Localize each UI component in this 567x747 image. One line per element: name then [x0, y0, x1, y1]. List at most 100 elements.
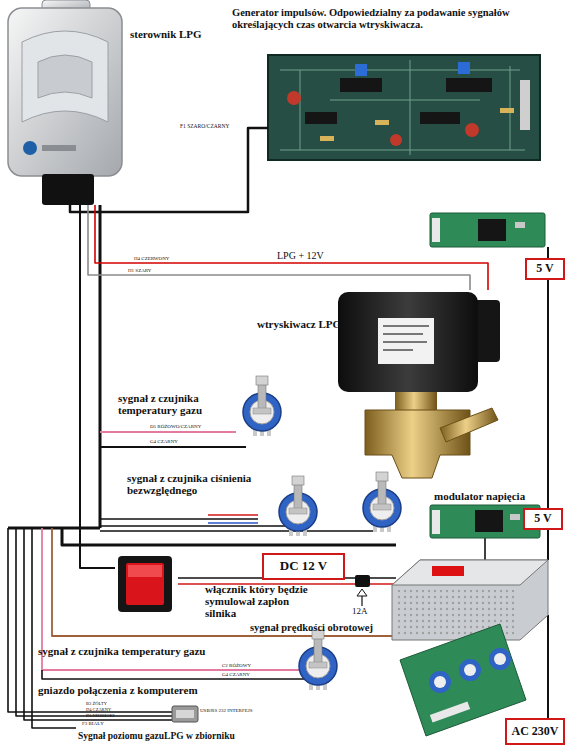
module-illustration-part [510, 514, 520, 520]
voltage-box: 5 V [525, 258, 565, 280]
module-illustration-part [478, 219, 506, 241]
pcb-illustration-part [268, 55, 540, 160]
wire-label: H1 SZARY [128, 268, 151, 274]
pcb-illustration-part [420, 112, 460, 124]
signal-label: sygnał z czujnika temperatury gazu [118, 392, 236, 416]
wiring-part [99, 205, 102, 528]
module-illustration-part [432, 218, 440, 242]
signal-label: sygnał prędkości obrotowej [250, 622, 373, 634]
injector-illustration-part [383, 333, 423, 335]
pcb-illustration-part [458, 62, 470, 74]
pin-name: B3 ŻÓŁTY [86, 702, 107, 707]
node-text: sterownik LPG [130, 28, 202, 40]
pin-name: C2 RÓŻOWY [222, 663, 251, 669]
switch-illustration-part [128, 565, 162, 577]
pcb-illustration-part [340, 78, 382, 92]
injector-illustration-part [365, 410, 470, 478]
voltage-box: AC 230V [505, 718, 565, 745]
fuse-illustration [355, 575, 370, 606]
module-illustration-part [432, 510, 440, 534]
pcb-illustration-part [390, 134, 402, 146]
usb-interface-illustration [172, 706, 198, 722]
pin-name: D4 CZARNY [86, 708, 111, 713]
rpm-board-illustration-part [464, 664, 476, 676]
power-supply-illustration [392, 560, 548, 640]
injector-illustration-part [383, 325, 429, 327]
potentiometer-illustration [243, 376, 401, 690]
usb-interface-illustration-part [176, 710, 194, 718]
injector-illustration-part [395, 392, 437, 410]
wire-connector [70, 128, 268, 212]
wiring-part [42, 670, 314, 679]
ignition-switch: włącznik który będzie symulował zapłon s… [115, 553, 175, 615]
injector-illustration-part [383, 349, 413, 351]
node-text: wtryskiwacz LPG [257, 318, 341, 330]
wiring-part [484, 538, 486, 560]
module-illustration-part [515, 222, 525, 228]
controller-illustration-part [42, 145, 76, 151]
node-text: DC 12 V [280, 559, 327, 573]
node-text: 5 V [536, 262, 553, 275]
node-text: 5 V [534, 512, 551, 525]
wiring-part [52, 528, 408, 636]
signal-label: Sygnał poziomu gazuLPG w zbiorniku [78, 731, 235, 741]
module-illustration-part [430, 213, 545, 247]
pin-name: D5 RÓŻOWO/CZARNY [150, 424, 201, 430]
node-text: Generator impulsów. Odpowiedzialny za po… [232, 7, 524, 30]
wiring-part [8, 527, 100, 530]
voltage-box: DC 12 V [262, 553, 345, 580]
pcb-illustration-part [287, 91, 301, 105]
wire-label: F1 SZARO/CZARNY [180, 123, 229, 129]
usb-interface-illustration-part [172, 706, 198, 722]
wiring-part [32, 528, 76, 728]
controller-illustration [8, 0, 122, 205]
node-text: AC 230V [512, 725, 559, 738]
injector-illustration-part [338, 292, 478, 392]
part-name: USB/RS 232 INTERFEJS [200, 708, 253, 714]
injector-illustration-part [383, 341, 427, 343]
pin-name: G4 CZARNY [150, 439, 178, 445]
rpm-board-illustration-part [429, 671, 451, 693]
potentiometer-illustration-part [243, 376, 281, 436]
wire-connector [95, 205, 488, 290]
signal-label: sygnał z czujnika temperatury gazu [38, 645, 205, 657]
wiring-part [100, 446, 246, 448]
rpm-board-illustration-part [459, 659, 481, 681]
pcb-illustration-part [355, 64, 367, 76]
rpm-board-illustration-part [489, 648, 511, 670]
pulse-generator: Generator impulsów. Odpowiedzialny za po… [268, 55, 540, 160]
wiring-part [100, 431, 236, 433]
power-supply-illustration-part [432, 566, 464, 576]
injector-illustration [338, 292, 500, 478]
fuse-rating: 12A [352, 607, 368, 617]
wiring-part [208, 522, 258, 524]
fuse-illustration-part [355, 575, 370, 587]
pcb-illustration-part [500, 108, 514, 113]
lpg-injector: wtryskiwacz LPG [335, 290, 500, 480]
pcb-illustration-part [320, 136, 334, 141]
wiring-part [100, 518, 258, 520]
pcb-illustration-part [305, 112, 337, 124]
potentiometer-illustration-part [279, 476, 317, 536]
pcb-illustration-part [280, 60, 525, 155]
pcb-illustration-part [520, 80, 530, 130]
rpm-board-illustration-part [494, 653, 506, 665]
lpg-controller: sterownik LPG [5, 0, 127, 205]
fuse-illustration-part [357, 589, 367, 596]
pcb-illustration [268, 55, 540, 160]
injector-illustration-part [440, 408, 498, 442]
power-supply-illustration-part [392, 560, 548, 585]
potentiometer-illustration-part [299, 630, 337, 690]
voltage-box: 5 V [523, 508, 563, 530]
controller-illustration-part [8, 8, 122, 176]
controller-illustration-part [22, 31, 108, 122]
wiring-part [547, 615, 549, 718]
pin-name: D3 NIEBIESKI [86, 714, 115, 719]
pcb-illustration-part [375, 120, 389, 125]
switch-illustration-part [118, 556, 172, 612]
switch-illustration [118, 556, 172, 612]
